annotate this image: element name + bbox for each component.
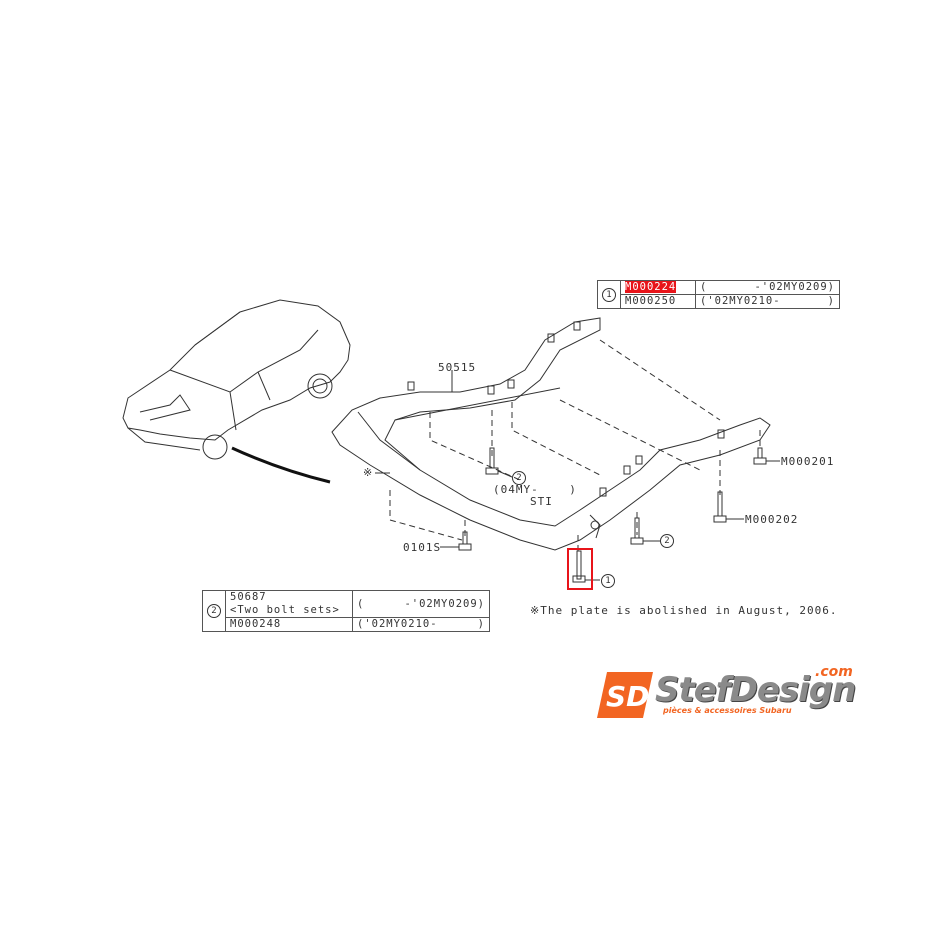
label-0101S: 0101S (403, 541, 442, 554)
table-row-part[interactable]: M000224 (620, 280, 696, 295)
sd-monogram-icon: SD (597, 672, 653, 718)
table-ref2-marker: 2 (202, 590, 226, 632)
bolt-0101S (440, 531, 472, 551)
logo-tld: .com (815, 664, 853, 680)
plate-abolished-note: ※The plate is abolished in August, 2006. (530, 604, 838, 617)
car-illustration (122, 299, 351, 460)
bolt-right-ref2 (630, 517, 660, 545)
parts-table-ref2: 2 50687<Two bolt sets> (-'02MY0209) M000… (202, 590, 490, 632)
pointer-line (231, 446, 331, 484)
callout-ref2-note-sti: STI (530, 495, 553, 508)
highlighted-part-number[interactable]: M000224 (625, 281, 677, 293)
table-row-range: (-'02MY0209) (695, 280, 840, 295)
logo-name: StefDesign (655, 670, 856, 710)
table-row-part[interactable]: M000248 (225, 617, 353, 632)
bolt-M000202 (713, 491, 744, 523)
label-M000201: M000201 (781, 455, 835, 468)
plate-mark: ※ (363, 466, 374, 479)
table-row-range: ('02MY0210-) (695, 294, 840, 309)
label-M000202: M000202 (745, 513, 799, 526)
table-row-range: (-'02MY0209) (352, 590, 490, 618)
label-50515: 50515 (438, 361, 477, 374)
table-row-range: ('02MY0210-) (352, 617, 490, 632)
callout-ref1: 1 (601, 574, 615, 588)
highlight-box-bolt-ref1[interactable] (567, 548, 593, 590)
callout-ref2-note: (04MY- ) (493, 483, 577, 496)
table-row-part[interactable]: 50687<Two bolt sets> (225, 590, 353, 618)
callout-ref2-right: 2 (660, 534, 674, 548)
parts-table-ref1: 1 M000224 (-'02MY0209) M000250 ('02MY021… (597, 280, 840, 309)
svg-text:SD: SD (606, 680, 649, 713)
bolt-center-ref2 (485, 447, 513, 478)
logo-tagline: pièces & accessoires Subaru (663, 706, 792, 715)
stefdesign-logo[interactable]: SD StefDesign .com pièces & accessoires … (597, 664, 857, 726)
table-row-part[interactable]: M000250 (620, 294, 696, 309)
callout-ref2-center: 2 (512, 471, 526, 485)
bolt-M000201 (753, 447, 780, 465)
table-ref1-marker: 1 (597, 280, 621, 309)
subframe-50515 (331, 317, 771, 551)
